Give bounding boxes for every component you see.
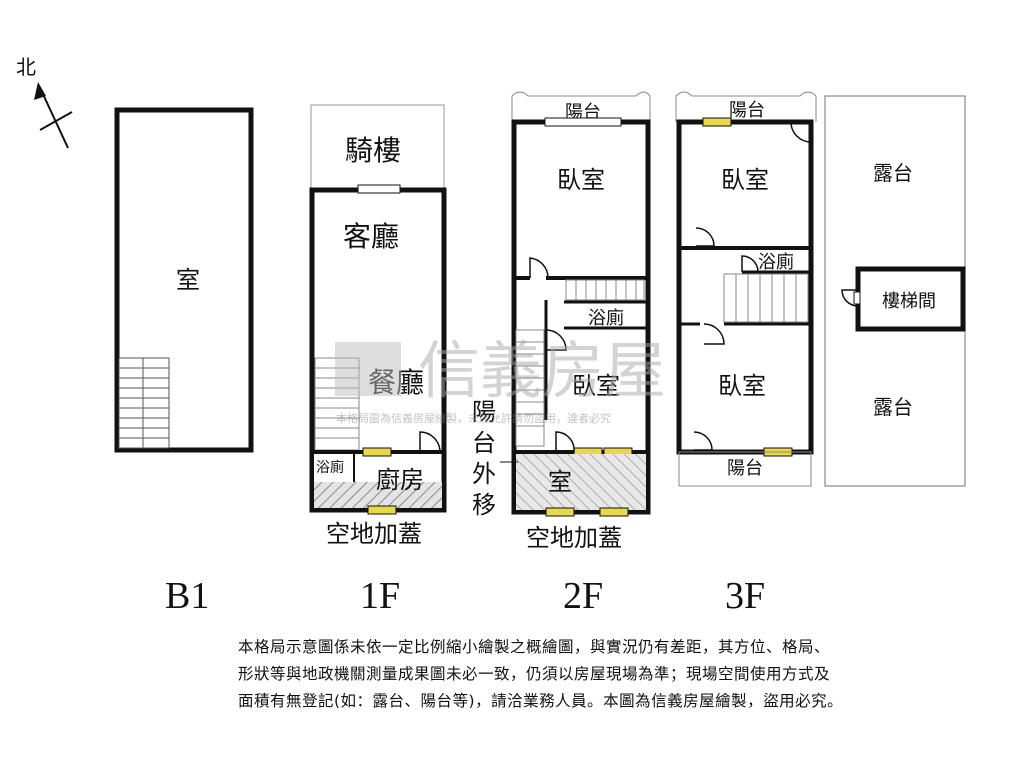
2f-stairs-lower — [515, 329, 545, 447]
2f-room-label: 室 — [548, 468, 572, 496]
disclaimer-line: 面積有無登記(如：露台、陽台等)，請洽業務人員。本圖為信義房屋繪製，盜用必究。 — [238, 692, 844, 710]
roof-terrace-top-label: 露台 — [873, 161, 913, 185]
1f-floor-label: 1F — [360, 575, 400, 617]
disclaimer-line: 形狀等與地政機關測量成果圖未必一致，仍須以房屋現場為準；現場空間使用方式及 — [238, 665, 831, 683]
2f-caption: 空地加蓋 — [526, 524, 622, 552]
2f-bedroom1-label: 臥室 — [557, 166, 605, 194]
1f-caption: 空地加蓋 — [326, 520, 422, 548]
3f-bath-label: 浴廁 — [758, 251, 794, 273]
annotation-balcony-moved: 陽 台 外 移 — [472, 398, 518, 519]
floor-b1: 室 — [114, 107, 254, 453]
b1-floor-label: B1 — [165, 575, 209, 617]
2f-bath-label: 浴廁 — [588, 307, 624, 329]
1f-arcade-label: 騎樓 — [345, 134, 401, 167]
3f-floor-label: 3F — [725, 575, 765, 617]
1f-kitchen-label: 廚房 — [376, 466, 424, 494]
annotation-char-0: 陽 — [472, 398, 496, 426]
compass: 北 — [16, 55, 73, 149]
b1-room-label: 室 — [176, 266, 200, 294]
b1-stairs — [118, 357, 170, 449]
1f-living-label: 客廳 — [343, 220, 399, 253]
watermark-brand: 信義房屋 — [418, 334, 666, 407]
annotation-char-2: 外 — [472, 460, 496, 488]
north-label: 北 — [16, 55, 36, 79]
3f-bedroom1-label: 臥室 — [721, 166, 769, 194]
disclaimer-line: 本格局示意圖係未依一定比例縮小繪製之概繪圖，與實況仍有差距，其方位、格局、 — [238, 638, 831, 656]
1f-bath-label: 浴廁 — [316, 459, 344, 476]
2f-floor-label: 2F — [563, 575, 603, 617]
watermark-small: 本格局圖為信義房屋繪製，未經允許請勿盜用，違者必究 — [336, 411, 611, 425]
north-arrow-icon — [34, 82, 46, 100]
3f-bedroom2-label: 臥室 — [718, 372, 766, 400]
3f-balcony-top-label: 陽台 — [729, 100, 765, 121]
2f-bedroom2-label: 臥室 — [572, 372, 620, 400]
roof-stairwell-label: 樓梯間 — [882, 291, 936, 312]
annotation-char-3: 移 — [472, 491, 496, 519]
watermark: 信義房屋 本格局圖為信義房屋繪製，未經允許請勿盜用，違者必究 — [335, 334, 666, 425]
3f-balcony-bottom-label: 陽台 — [727, 458, 763, 479]
annotation-char-1: 台 — [472, 429, 496, 457]
roof-terrace-bottom-label: 露台 — [873, 395, 913, 419]
2f-stairs — [565, 279, 645, 301]
floor-2f: 陽台 臥室 浴廁 臥室 室 — [511, 91, 651, 617]
floor-3f: 陽台 臥室 浴廁 臥室 陽台 3F — [675, 91, 817, 617]
floor-roof: 露台 樓梯間 露台 — [824, 95, 966, 487]
disclaimer: 本格局示意圖係未依一定比例縮小繪製之概繪圖，與實況仍有差距，其方位、格局、 形狀… — [238, 634, 1018, 715]
3f-stairs — [723, 273, 809, 323]
floor-1f: 騎樓 客廳 餐廳 浴廁 廚房 空地加蓋 1F — [309, 104, 447, 617]
